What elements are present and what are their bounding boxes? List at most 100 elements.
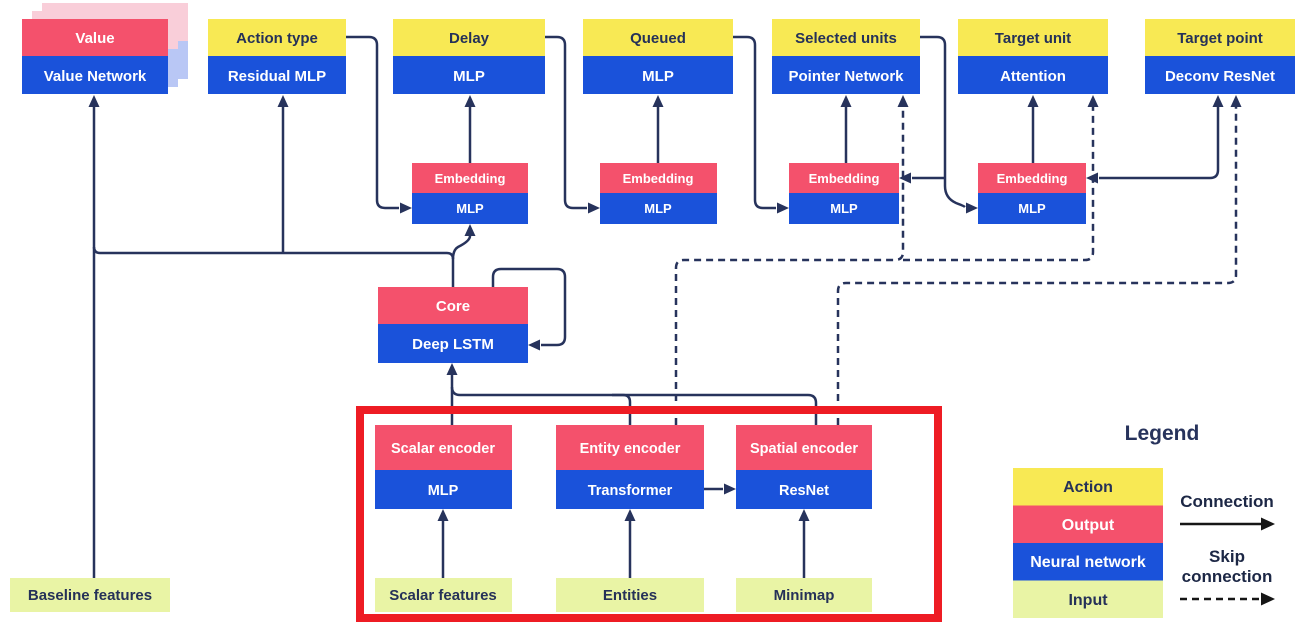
targetpoint-label: Target point bbox=[1177, 30, 1263, 47]
legend-skip-label-line2: connection bbox=[1182, 567, 1273, 586]
minimap-box bbox=[736, 578, 872, 612]
entities-box bbox=[556, 578, 704, 612]
embedding1-label: Embedding bbox=[435, 171, 506, 186]
arrowhead-into-embedding1-bottom bbox=[464, 224, 476, 236]
arrowhead-into-embedding3-right bbox=[899, 172, 911, 184]
legend-network-swatch bbox=[1013, 543, 1163, 581]
queued-action-box bbox=[583, 19, 733, 56]
arrowhead-into-spatialencoder bbox=[798, 509, 810, 521]
legend-skip-arrowhead bbox=[1261, 592, 1275, 606]
queued-network-box bbox=[583, 56, 733, 94]
arrowhead-into-embedding1-left bbox=[400, 202, 412, 214]
input-baseline-features: Baseline features bbox=[10, 578, 170, 612]
targetunit-network-label: Attention bbox=[1000, 68, 1066, 85]
scalarencoder-network-box bbox=[375, 470, 512, 509]
embedding4-network-box bbox=[978, 193, 1086, 224]
value-label: Value bbox=[75, 30, 114, 47]
minimap-label: Minimap bbox=[774, 587, 835, 604]
spatialencoder-label: Spatial encoder bbox=[750, 441, 858, 457]
actiontype-network-box bbox=[208, 56, 346, 94]
arrowhead-skip-into-pointer bbox=[897, 95, 909, 107]
arrowhead-loop-into-lstm bbox=[528, 339, 540, 351]
connection-core-to-embedding1 bbox=[451, 235, 472, 260]
legend-network-label: Neural network bbox=[1030, 554, 1146, 571]
entityencoder-transformer-label: Transformer bbox=[588, 483, 673, 499]
embedding3-label: Embedding bbox=[809, 171, 880, 186]
embedding1-mlp-label: MLP bbox=[456, 201, 484, 216]
arrowhead-into-deconv bbox=[1212, 95, 1224, 107]
core-block: Core Deep LSTM bbox=[378, 287, 528, 363]
embedding-block-2: Embedding MLP bbox=[600, 163, 717, 224]
legend-connection-arrowhead bbox=[1261, 517, 1275, 531]
scalarencoder-label: Scalar encoder bbox=[391, 441, 495, 457]
deep-lstm-label: Deep LSTM bbox=[412, 336, 494, 353]
connection-spatialencoder-to-lstm bbox=[450, 386, 818, 425]
embedding4-mlp-label: MLP bbox=[1018, 201, 1046, 216]
legend-input-label: Input bbox=[1068, 592, 1108, 609]
targetunit-action-box bbox=[958, 19, 1108, 56]
skip-connections bbox=[674, 107, 1238, 425]
embedding3-output-box bbox=[789, 163, 899, 193]
head-target-point: Target point Deconv ResNet bbox=[1145, 19, 1295, 94]
spatialencoder-network-box bbox=[736, 470, 872, 509]
legend-input-swatch bbox=[1013, 580, 1163, 618]
embedding-block-4: Embedding MLP bbox=[978, 163, 1086, 224]
embedding3-network-box bbox=[789, 193, 899, 224]
targetpoint-action-box bbox=[1145, 19, 1295, 56]
legend-title: Legend bbox=[1125, 422, 1200, 445]
head-selected-units: Selected units Pointer Network bbox=[772, 19, 920, 94]
targetunit-label: Target unit bbox=[995, 30, 1071, 47]
arrowhead-into-entityencoder bbox=[624, 509, 636, 521]
embedding-block-1: Embedding MLP bbox=[412, 163, 528, 224]
arrowhead-into-pointer bbox=[840, 95, 852, 107]
spatialencoder-output-box bbox=[736, 425, 872, 470]
baselinefeatures-box bbox=[10, 578, 170, 612]
arrowheads bbox=[88, 95, 1242, 521]
head-action-type: Action type Residual MLP bbox=[208, 19, 346, 94]
core-label: Core bbox=[436, 298, 470, 315]
connection-queued-to-embedding3 bbox=[733, 35, 776, 210]
embedding2-network-box bbox=[600, 193, 717, 224]
skip-spatialencoder-to-deconv bbox=[836, 107, 1238, 425]
arrowhead-into-delay bbox=[464, 95, 476, 107]
embedding1-output-box bbox=[412, 163, 528, 193]
connection-core-left-branch bbox=[92, 246, 455, 287]
value-network-box bbox=[22, 56, 168, 94]
arrowhead-into-attention bbox=[1027, 95, 1039, 107]
scalarencoder-output-box bbox=[375, 425, 512, 470]
actiontype-label: Action type bbox=[236, 30, 318, 47]
scalarfeatures-label: Scalar features bbox=[389, 587, 497, 604]
arrowhead-into-lstm-bottom bbox=[446, 363, 458, 375]
arrowhead-skip-into-deconv bbox=[1230, 95, 1242, 107]
targetpoint-network-box bbox=[1145, 56, 1295, 94]
queued-label: Queued bbox=[630, 30, 686, 47]
actiontype-action-box bbox=[208, 19, 346, 56]
embedding4-output-box bbox=[978, 163, 1086, 193]
arrowhead-skip-into-attention bbox=[1087, 95, 1099, 107]
embedding1-network-box bbox=[412, 193, 528, 224]
value-output-box bbox=[22, 19, 168, 56]
legend: Legend Action Output Neural network Inpu… bbox=[1013, 422, 1275, 618]
arrowhead-into-queued bbox=[652, 95, 664, 107]
delay-network-label: MLP bbox=[453, 68, 485, 85]
spatialencoder-resnet-label: ResNet bbox=[779, 483, 829, 499]
head-target-unit: Target unit Attention bbox=[958, 19, 1108, 94]
encoder-spatial: Spatial encoder ResNet bbox=[736, 425, 872, 509]
embedding2-label: Embedding bbox=[623, 171, 694, 186]
delay-label: Delay bbox=[449, 30, 490, 47]
embedding-block-3: Embedding MLP bbox=[789, 163, 899, 224]
connection-selectedunits-to-embedding4 bbox=[920, 35, 966, 208]
arrowhead-into-value bbox=[88, 95, 100, 107]
entityencoder-network-box bbox=[556, 470, 704, 509]
legend-action-swatch bbox=[1013, 468, 1163, 506]
delay-network-box bbox=[393, 56, 545, 94]
encoder-scalar: Scalar encoder MLP bbox=[375, 425, 512, 509]
value-network-label: Value Network bbox=[44, 68, 147, 85]
arrowhead-into-resnet bbox=[724, 483, 736, 495]
entityencoder-output-box bbox=[556, 425, 704, 470]
connection-lstm-self-loop bbox=[491, 267, 567, 347]
selectedunits-network-label: Pointer Network bbox=[788, 68, 904, 85]
legend-skip-label-line1: Skip bbox=[1209, 547, 1245, 566]
input-entities: Entities bbox=[556, 578, 704, 612]
